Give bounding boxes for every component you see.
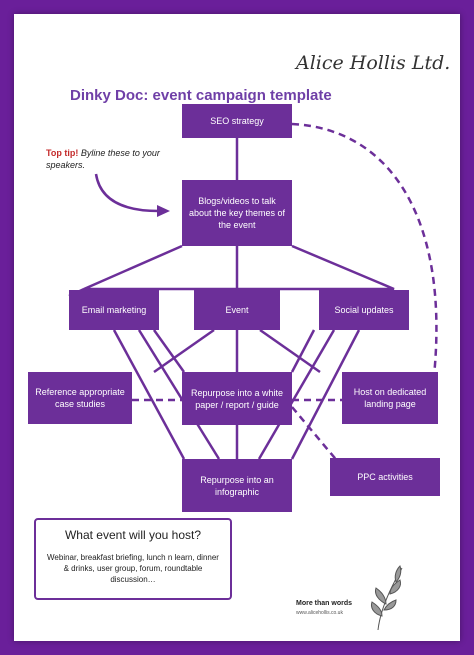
tip-arrow-line [94, 173, 163, 213]
top-tip: Top tip! Byline these to your speakers. [46, 147, 176, 171]
line-event-left [153, 328, 215, 374]
dashed-whitepaper-ppc [291, 406, 345, 470]
footer-logo-text: More than words [296, 600, 353, 607]
line-cross-right [257, 329, 336, 460]
node-seo-strategy: SEO strategy [182, 104, 292, 138]
node-infographic: Repurpose into an infographic [182, 459, 292, 512]
tip-label: Top tip! [46, 148, 79, 158]
line-email-whitepaper [152, 329, 186, 373]
line-blogs-fan [83, 244, 395, 291]
node-event: Event [194, 290, 280, 330]
node-case-studies: Reference appropriate case studies [28, 372, 132, 424]
line-social-infographic [290, 329, 361, 460]
line-social-whitepaper [290, 329, 316, 373]
node-social-updates: Social updates [319, 290, 409, 330]
footer-logo-url: www.alicehollis.co.uk [296, 610, 343, 616]
node-blogs-videos: Blogs/videos to talk about the key theme… [182, 180, 292, 246]
node-landing-page: Host on dedicated landing page [342, 372, 438, 424]
dashed-seo-landing [291, 122, 438, 377]
connector-lines [68, 122, 438, 470]
brand-logo: Alice Hollis Ltd. [296, 52, 451, 74]
node-white-paper: Repurpose into a white paper / report / … [182, 372, 292, 425]
line-cross-left [137, 329, 221, 460]
tip-text: Byline these to your speakers. [46, 148, 160, 170]
line-email-infographic [112, 329, 186, 460]
document-page: Alice Hollis Ltd. Dinky Doc: event campa… [14, 14, 460, 641]
leaf-sprig-icon [371, 565, 403, 631]
tip-arrow-head [157, 205, 170, 217]
page-title: Dinky Doc: event campaign template [70, 87, 332, 104]
event-question-box: What event will you host? Webinar, break… [34, 518, 232, 600]
event-question: What event will you host? [64, 528, 202, 542]
node-ppc-activities: PPC activities [330, 458, 440, 496]
line-event-right [259, 328, 321, 374]
node-email-marketing: Email marketing [69, 290, 159, 330]
event-examples: Webinar, breakfast briefing, lunch n lea… [47, 553, 219, 584]
